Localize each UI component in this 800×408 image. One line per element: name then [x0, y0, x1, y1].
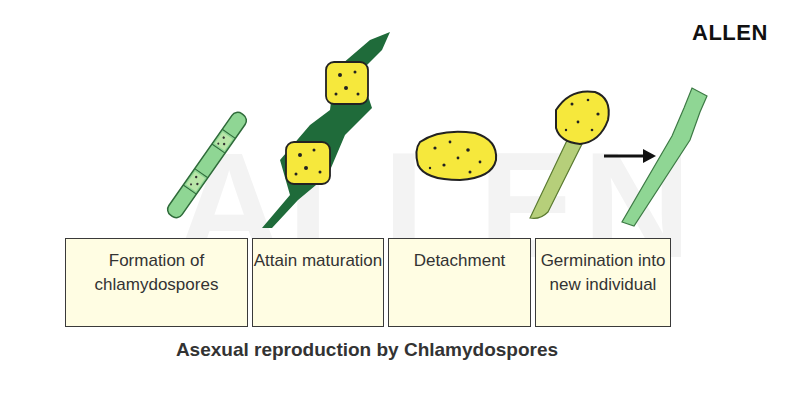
stage-label: Attain maturation [254, 249, 383, 273]
hypha-mature [262, 32, 390, 228]
stage-box: Detachment [388, 238, 531, 327]
brand-logo: ALLEN [692, 20, 768, 46]
stage-label: Detachment [414, 249, 506, 273]
diagram-caption: Asexual reproduction by Chlamydospores [67, 339, 667, 361]
new-hypha [622, 88, 707, 226]
detached-spore [416, 132, 496, 180]
stage-box: Formation of chlamydospores [65, 238, 248, 327]
stage-label: Formation of chlamydospores [66, 249, 247, 297]
stage-box: Attain maturation [252, 238, 384, 327]
stage-label: Germination into new individual [536, 249, 670, 297]
hypha-forming [165, 110, 249, 221]
stage-box: Germination into new individual [535, 238, 671, 327]
